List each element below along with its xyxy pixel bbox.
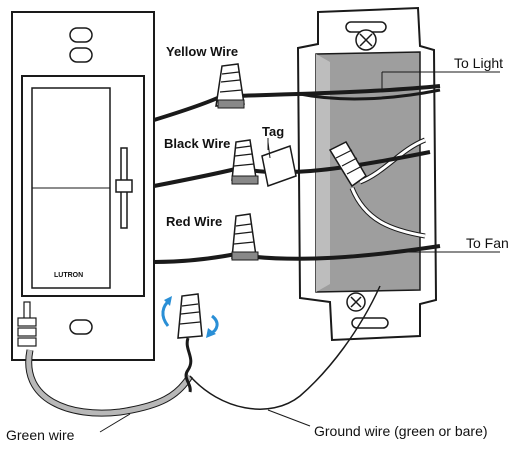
wall-box bbox=[296, 6, 438, 342]
switch-top-hole bbox=[69, 47, 93, 63]
yellow-wire-label: Yellow Wire bbox=[166, 44, 238, 59]
black-wire-line bbox=[247, 150, 431, 175]
wire-nut-ground-icon bbox=[177, 293, 203, 339]
tag-icon bbox=[261, 141, 297, 187]
wire-nut-red-icon bbox=[231, 213, 259, 261]
wire-nut-white-icon bbox=[328, 141, 367, 188]
wire-nut-yellow-icon bbox=[215, 63, 245, 109]
switch-bottom-hole bbox=[69, 319, 93, 335]
brand-label: LUTRON bbox=[54, 272, 83, 279]
dimmer-slider-knob bbox=[115, 179, 133, 193]
red-wire-switch bbox=[153, 252, 237, 264]
wire-nut-black-icon bbox=[231, 139, 259, 185]
yellow-wire-switch bbox=[153, 94, 223, 122]
red-wire-label: Red Wire bbox=[166, 214, 222, 229]
green-leader bbox=[99, 413, 131, 433]
twisted-wires bbox=[184, 337, 193, 393]
switch-top-slot bbox=[69, 27, 93, 43]
to-fan-label: To Fan bbox=[466, 235, 509, 251]
black-wire-label: Black Wire bbox=[164, 136, 230, 151]
rotate-arrows-icon bbox=[161, 296, 219, 338]
dimmer-switch: LUTRON bbox=[11, 11, 155, 361]
tag-label: Tag bbox=[262, 124, 284, 139]
ground-leader bbox=[267, 409, 311, 427]
to-light-label: To Light bbox=[454, 55, 503, 71]
ground-wire-label: Ground wire (green or bare) bbox=[314, 423, 488, 439]
red-wire-fan bbox=[245, 244, 441, 261]
ground-terminal bbox=[17, 301, 37, 347]
ground-wire bbox=[189, 285, 381, 410]
green-wire-label: Green wire bbox=[6, 427, 75, 443]
black-wire-switch bbox=[153, 166, 241, 188]
yellow-wire-light bbox=[235, 84, 441, 98]
